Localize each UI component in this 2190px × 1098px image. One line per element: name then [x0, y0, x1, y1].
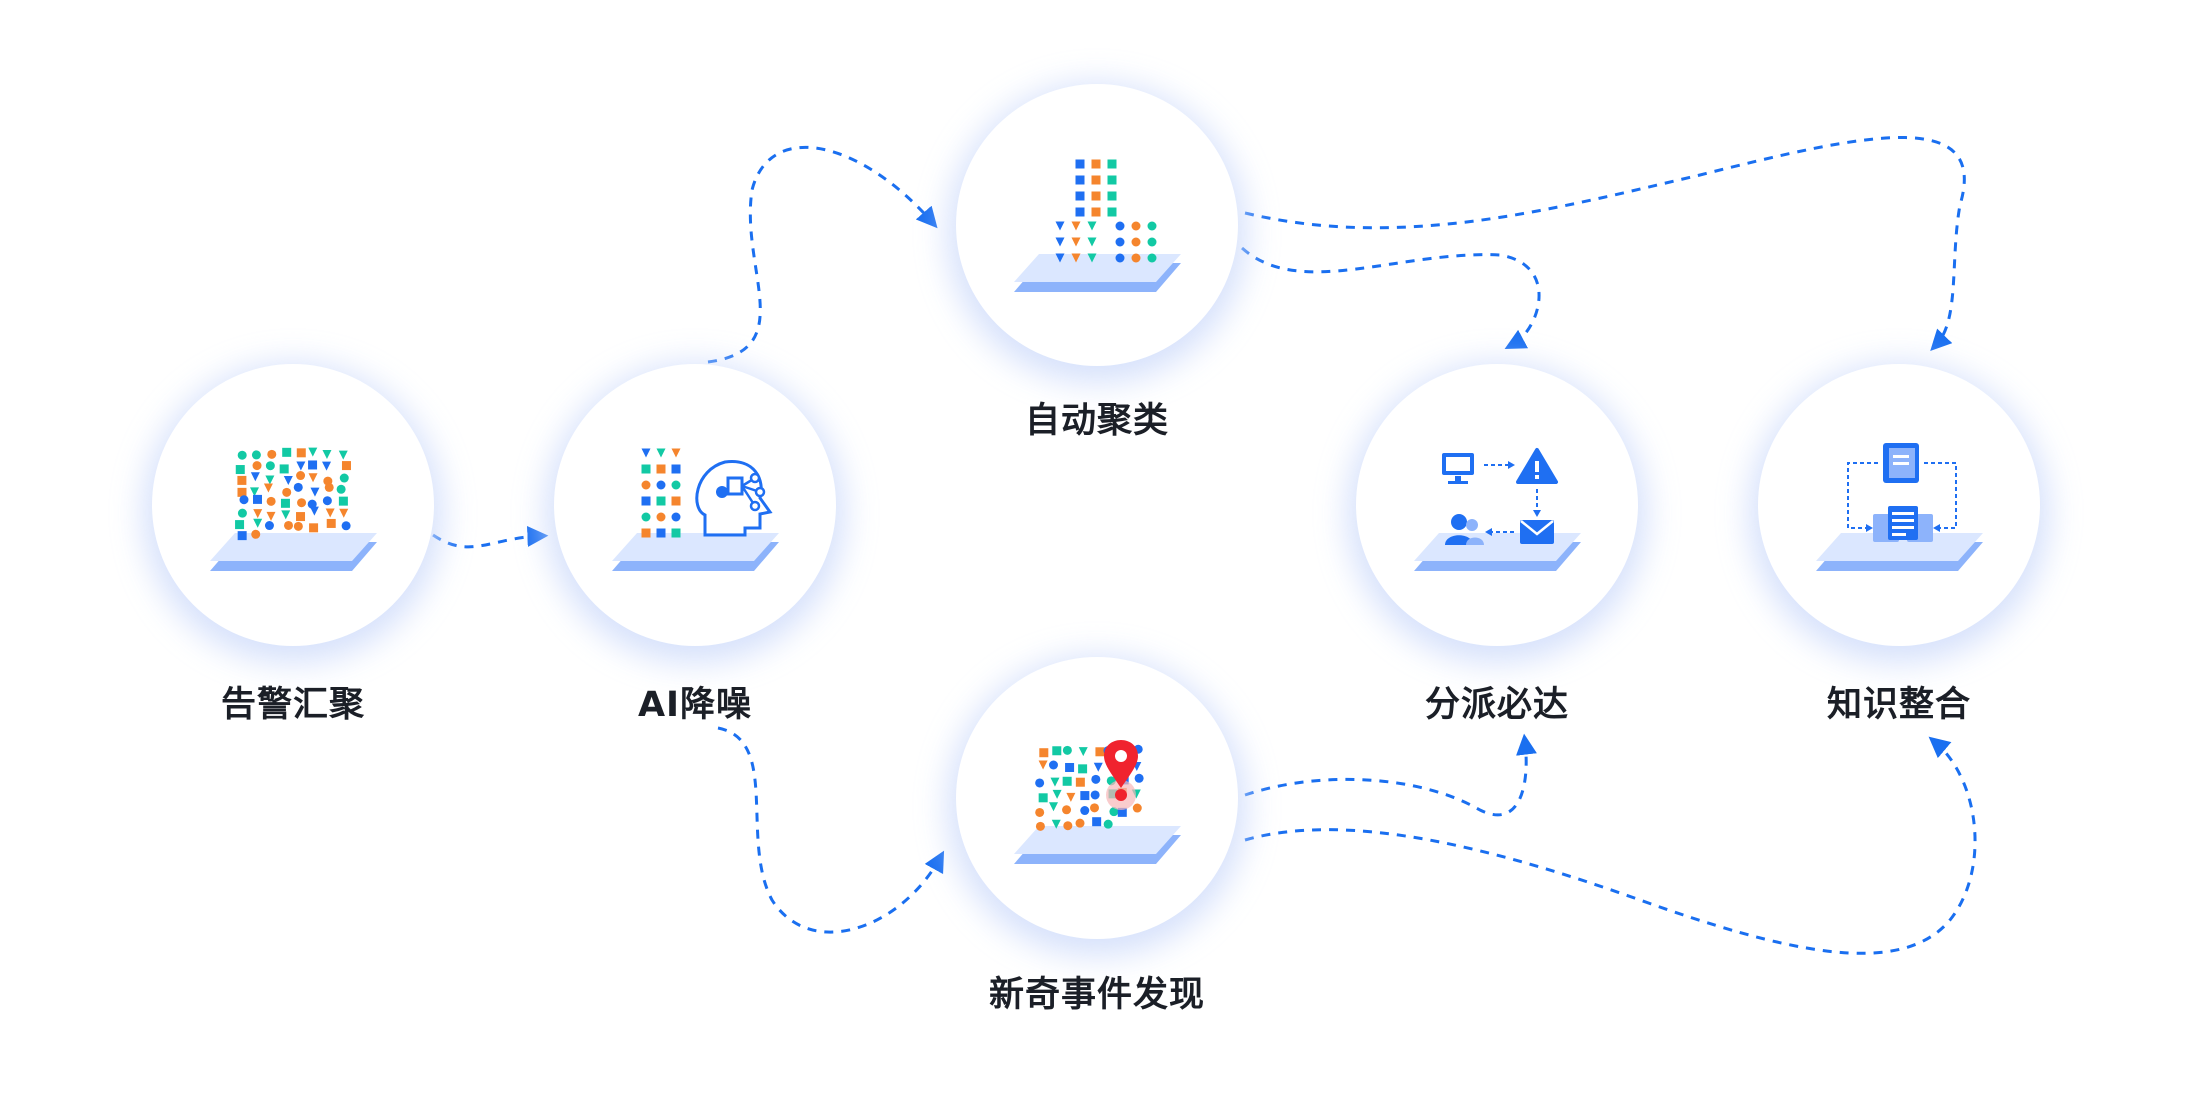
scattered-alerts-icon [235, 447, 351, 541]
platform [1816, 533, 1983, 571]
node-dispatch [1347, 363, 1647, 663]
node-label-aggregate: 告警汇聚 [220, 685, 365, 725]
node-label-knowledge: 知识整合 [1826, 685, 1971, 725]
platform [1414, 533, 1581, 571]
edge-cluster-to-dispatch [1241, 246, 1541, 349]
node-aggregate [143, 363, 443, 663]
edge-novelty-to-dispatch [1244, 733, 1537, 817]
knowledge-flow-lines [1847, 462, 1957, 529]
node-label-dispatch: 分派必达 [1424, 685, 1569, 725]
edge-denoise-to-cluster [707, 145, 938, 364]
node-label-cluster: 自动聚类 [1024, 401, 1169, 441]
documents-icon [1873, 506, 1933, 542]
monitor-icon [1442, 453, 1474, 484]
knowledge-base-icon [1847, 443, 1957, 542]
edge-cluster-to-knowledge [1244, 136, 1966, 352]
users-icon [1445, 514, 1484, 545]
platform [612, 533, 779, 571]
warning-icon [1516, 448, 1558, 484]
dispatch-flow-icon [1442, 448, 1558, 545]
node-cluster [947, 83, 1247, 383]
edge-aggregate-to-denoise [432, 526, 549, 549]
node-circles [143, 83, 2049, 956]
platform [1014, 826, 1181, 864]
dispatch-flow-arrows [1484, 464, 1538, 533]
node-label-novelty: 新奇事件发现 [988, 975, 1205, 1015]
edge-novelty-to-knowledge [1244, 736, 1977, 955]
node-label-denoise: AI降噪 [637, 685, 753, 725]
mail-icon [1520, 520, 1554, 544]
location-pin-icon [1035, 740, 1144, 831]
edge-denoise-to-novelty [717, 726, 945, 934]
ai-brain-icon [641, 448, 773, 538]
book-icon [1883, 443, 1919, 483]
node-denoise [545, 363, 845, 663]
clustered-columns-icon [1055, 159, 1157, 263]
connectors [432, 136, 1977, 955]
platform [210, 533, 377, 571]
